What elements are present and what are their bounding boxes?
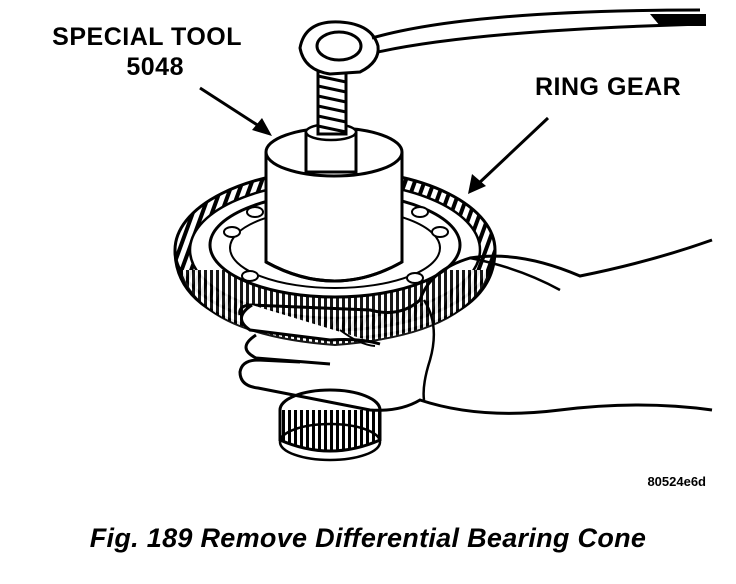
bearing-cone: [278, 388, 382, 462]
special-tool-callout: SPECIAL TOOL 5048: [36, 22, 242, 82]
figure-caption: Fig. 189 Remove Differential Bearing Con…: [89, 523, 647, 553]
forcing-screw: [304, 66, 358, 174]
special-tool-number: 5048: [126, 53, 184, 81]
hand: [238, 238, 713, 415]
bolt-holes: [223, 206, 449, 284]
wrench: [298, 8, 707, 76]
special-tool-leader-arrow: [199, 86, 272, 136]
special-tool-label: SPECIAL TOOL: [52, 23, 242, 51]
ring-gear-callout: RING GEAR: [535, 73, 682, 101]
figure-id: 80524e6d: [647, 474, 706, 489]
ring-gear-leader-arrow: [468, 116, 550, 194]
